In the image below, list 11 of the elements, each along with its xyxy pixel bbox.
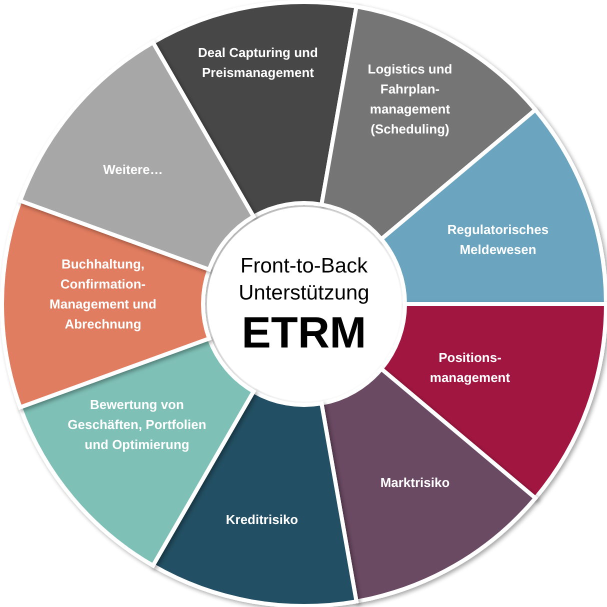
segment-label: Kreditrisiko <box>226 510 298 529</box>
segment-label: Logistics und Fahrplan-management (Scheduling) <box>366 60 454 140</box>
segment-label: Positions-management <box>428 348 512 387</box>
segment-label: Weitere… <box>103 160 163 179</box>
segment-label: Buchhaltung, Confirmation-Management und Abrechnung <box>48 256 158 334</box>
center-subtitle: Front-to-Back Unterstützung <box>238 253 370 307</box>
segment-label: Marktrisiko <box>380 474 450 492</box>
segment-label: Deal Capturing und Preismanagement <box>197 44 319 82</box>
segment-label: Regulatorisches Meldewesen <box>446 220 550 259</box>
center-title: ETRM <box>242 306 366 359</box>
segment-label: Bewertung von Geschäften, Portfolien und Optimierung <box>67 396 207 454</box>
